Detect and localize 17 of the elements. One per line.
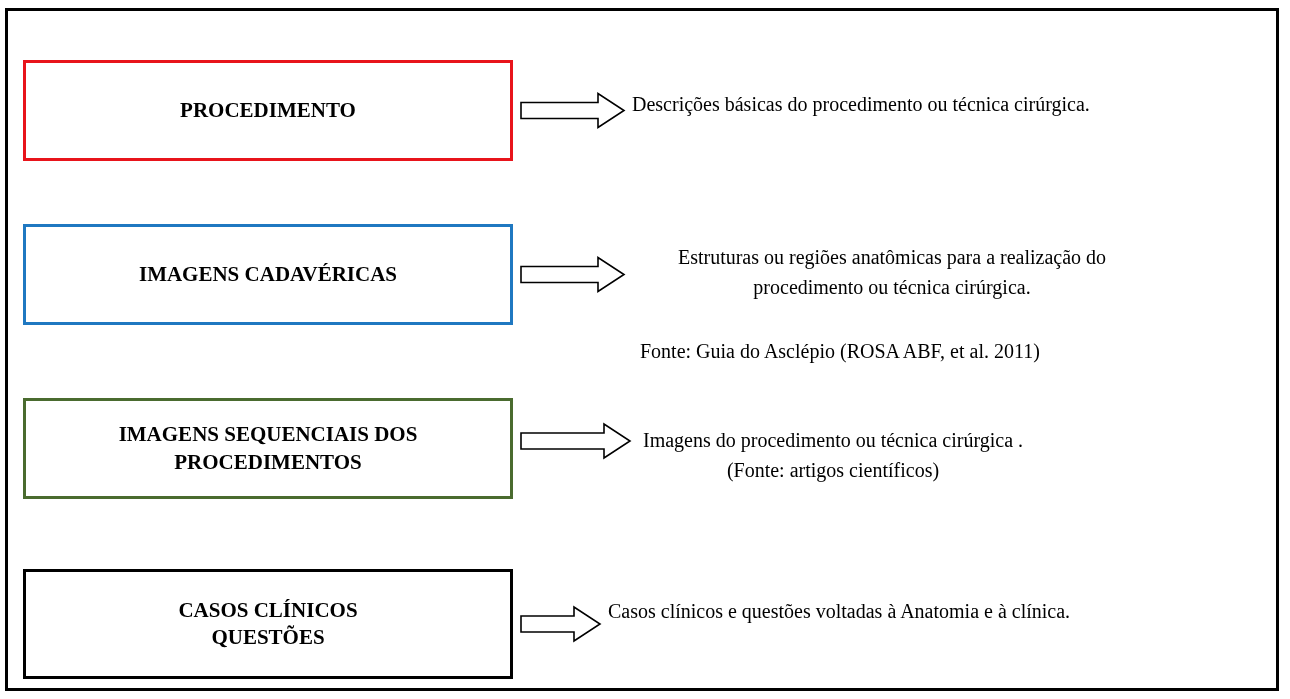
description-text: Imagens do procedimento ou técnica cirúrgica . (Fonte: artigos científicos) xyxy=(641,428,1024,484)
block-arrow xyxy=(520,605,602,643)
category-title: CASOS CLÍNICOS QUESTÕES xyxy=(177,596,359,651)
block-arrow xyxy=(520,422,632,460)
description-text: Estruturas ou regiões anatômicas para a realização do procedimento ou técnica cirúrgica. xyxy=(676,245,1108,301)
description-text: Descrições básicas do procedimento ou técnica cirúrgica. xyxy=(632,92,1090,118)
source-note: Fonte: Guia do Asclépio (ROSA ABF, et al. 2011) xyxy=(640,340,1040,363)
description-text: Casos clínicos e questões voltadas à Anatomia e à clínica. xyxy=(608,599,1071,625)
category-box xyxy=(23,398,513,499)
category-box xyxy=(23,569,513,679)
block-arrow xyxy=(520,92,626,129)
category-box xyxy=(23,60,513,161)
block-arrow xyxy=(520,256,626,293)
category-title: IMAGENS SEQUENCIAIS DOS PROCEDIMENTOS xyxy=(117,421,419,476)
category-title: IMAGENS CADAVÉRICAS xyxy=(138,260,398,288)
category-box xyxy=(23,224,513,325)
category-title: PROCEDIMENTO xyxy=(180,96,356,124)
